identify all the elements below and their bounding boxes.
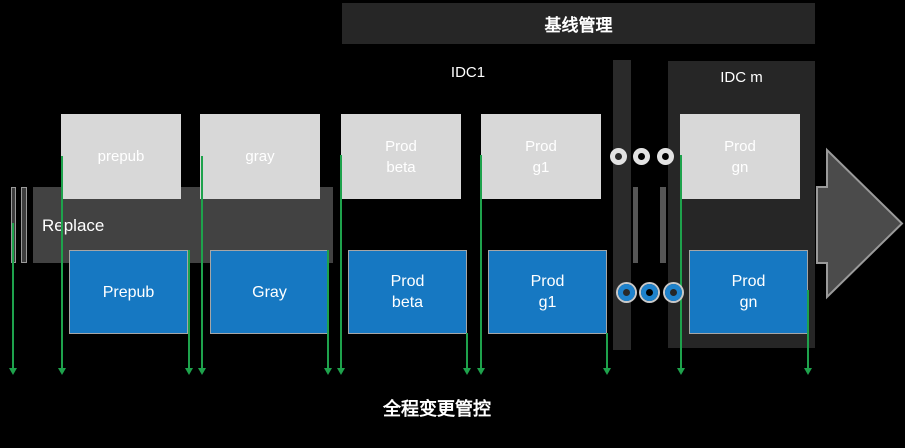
baseline-box-prepub: prepub [61, 114, 181, 199]
control-arrow-line [198, 156, 206, 375]
deploy-box-prod-g1: Prod g1 [488, 250, 607, 334]
flow-arrow-right [816, 147, 904, 300]
ellipsis-dot-icon [665, 284, 682, 301]
baseline-management-banner: 基线管理 [342, 3, 815, 44]
idc-separator-bar [613, 60, 631, 350]
control-arrow-line [9, 223, 17, 375]
baseline-management-label: 基线管理 [544, 16, 613, 35]
control-arrow-line [337, 155, 345, 375]
deploy-box-prod-gn: Prod gn [689, 250, 808, 334]
control-arrow-line [804, 290, 812, 375]
control-arrow-line [58, 156, 66, 375]
deploy-box-prod-beta: Prod beta [348, 250, 467, 334]
control-arrow-line [477, 155, 485, 375]
change-control-caption: 全程变更管控 [383, 399, 491, 419]
deploy-box-gray: Gray [210, 250, 329, 334]
idc-m-label: IDC m [720, 69, 763, 86]
deploy-box-prepub: Prepub [69, 250, 188, 334]
flow-arrow-shape [816, 147, 904, 300]
ellipsis-dot-icon [610, 148, 627, 165]
control-arrow-line [185, 250, 193, 375]
ellipsis-dot-icon [633, 148, 650, 165]
ellipsis-dot-icon [657, 148, 674, 165]
control-arrow-line [463, 333, 471, 375]
left-slot-bar [21, 187, 27, 263]
idc1-label: IDC1 [450, 64, 486, 81]
control-arrow-line [677, 155, 685, 375]
band-segment [660, 187, 666, 263]
ellipsis-dot-icon [618, 284, 635, 301]
baseline-box-gray: gray [200, 114, 320, 199]
replace-label: Replace [42, 216, 105, 235]
control-arrow-line [324, 250, 332, 375]
band-segment [633, 187, 638, 263]
control-arrow-line [603, 333, 611, 375]
baseline-box-prod-g1: Prod g1 [481, 114, 601, 199]
ellipsis-dot-icon [641, 284, 658, 301]
baseline-box-prod-beta: Prod beta [341, 114, 461, 199]
baseline-box-prod-gn: Prod gn [680, 114, 800, 199]
